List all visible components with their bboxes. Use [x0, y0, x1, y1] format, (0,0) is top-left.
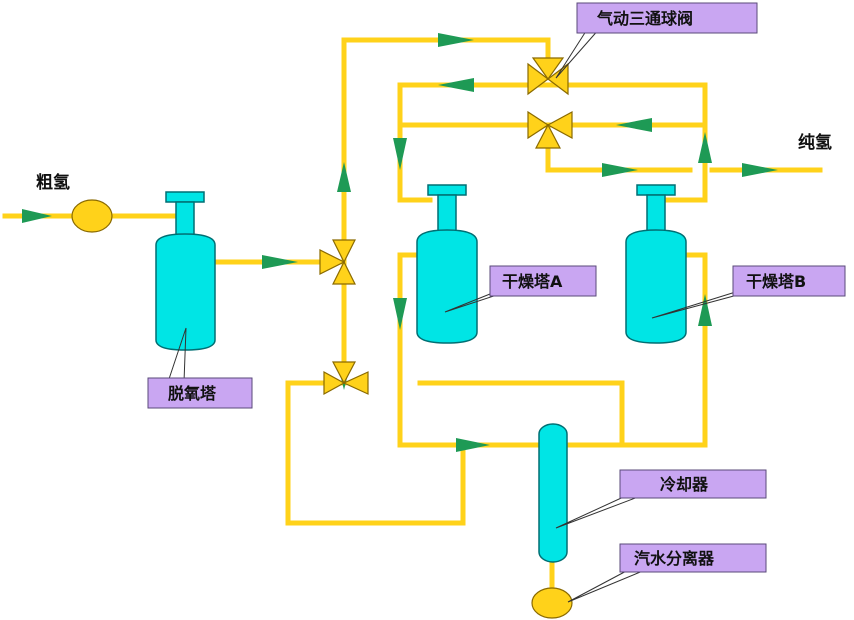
callout-deoxidizer: 脱氧塔: [147, 327, 253, 409]
three-way-valve-left: [319, 239, 356, 285]
cooler: [538, 423, 568, 563]
callout-dryer-b-text: 干燥塔B: [746, 272, 806, 291]
arrow-dryer-b-up: [698, 294, 712, 326]
three-way-valve-top: [527, 57, 569, 96]
pure-hydrogen-label: 纯氢: [798, 132, 832, 153]
arrow-top: [438, 33, 474, 47]
arrow-deox-out: [262, 255, 298, 269]
callout-valve: 气动三通球阀: [555, 2, 758, 79]
callout-dryer-a-text: 干燥塔A: [502, 272, 563, 291]
deoxidizer-tower: [155, 191, 216, 351]
arrow-inlet: [22, 209, 52, 223]
inlet-pump: [71, 199, 113, 233]
arrow-left-down: [393, 138, 407, 170]
arrow-main-up: [337, 162, 351, 192]
flow-arrows: [22, 33, 778, 452]
three-way-valve-lower: [323, 361, 369, 396]
arrow-right-up: [698, 132, 712, 163]
callout-dryer-a: 干燥塔A: [444, 265, 597, 313]
callout-cooler: 冷却器: [555, 469, 767, 529]
arrow-outlet: [742, 163, 778, 177]
arrow-to-cooler: [456, 438, 490, 452]
dryer-tower-b: [625, 184, 687, 344]
dryer-tower-a: [416, 184, 478, 344]
crude-hydrogen-label: 粗氢: [36, 172, 70, 193]
callout-cooler-text: 冷却器: [660, 475, 709, 494]
arrow-outlet-mid: [602, 163, 638, 177]
pipes: [2, 37, 823, 588]
callout-valve-text: 气动三通球阀: [596, 9, 693, 28]
callout-dryer-b: 干燥塔B: [651, 265, 846, 319]
arrow-upper-left: [438, 78, 474, 92]
callout-separator: 汽水分离器: [567, 543, 767, 603]
arrow-dryer-a-down: [393, 298, 407, 330]
arrow-mid-left: [616, 118, 652, 132]
callout-deoxidizer-text: 脱氧塔: [168, 384, 217, 403]
three-way-valve-middle: [527, 110, 573, 149]
steam-water-separator: [531, 587, 573, 619]
callout-separator-text: 汽水分离器: [634, 549, 715, 568]
